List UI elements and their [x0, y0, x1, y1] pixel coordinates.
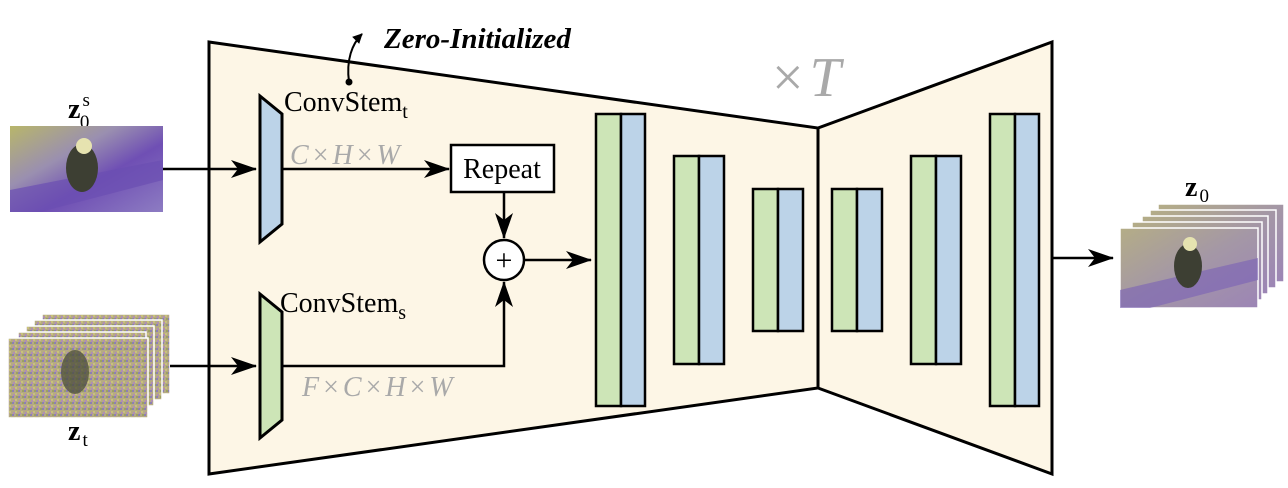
conv-stem-t-label: ConvStemt: [284, 87, 408, 123]
output-frames: [1119, 203, 1285, 309]
repeat-box: [449, 143, 556, 194]
repeat-times-label: ×T: [772, 47, 845, 109]
arrow-stem-s-to-add: [282, 281, 513, 368]
add-node-symbol: +: [496, 244, 513, 277]
encoder-block-1: [594, 112, 647, 408]
repeat-box-label: Repeat: [463, 154, 541, 185]
input-noisy-frames: [7, 313, 171, 419]
input-cond-image: [10, 126, 163, 212]
dims-s-label: F×C×H×W: [301, 372, 455, 403]
conv-stem-t-shape: [258, 92, 284, 246]
decoder-block-2: [909, 154, 963, 366]
zero-initialized-annotation: Zero-Initialized: [383, 23, 571, 55]
conv-stem-s-shape: [258, 290, 284, 442]
conv-stem-s-label: ConvStems: [280, 288, 406, 324]
annotation-pointer-arrow: [347, 33, 363, 83]
encoder-block-3: [751, 187, 805, 333]
decoder-block-1: [830, 187, 884, 333]
encoder-block-2: [672, 154, 726, 366]
decoder-block-3: [988, 112, 1041, 408]
dims-t-label: C×H×W: [290, 140, 403, 171]
annotation-anchor-dot: [345, 78, 353, 86]
